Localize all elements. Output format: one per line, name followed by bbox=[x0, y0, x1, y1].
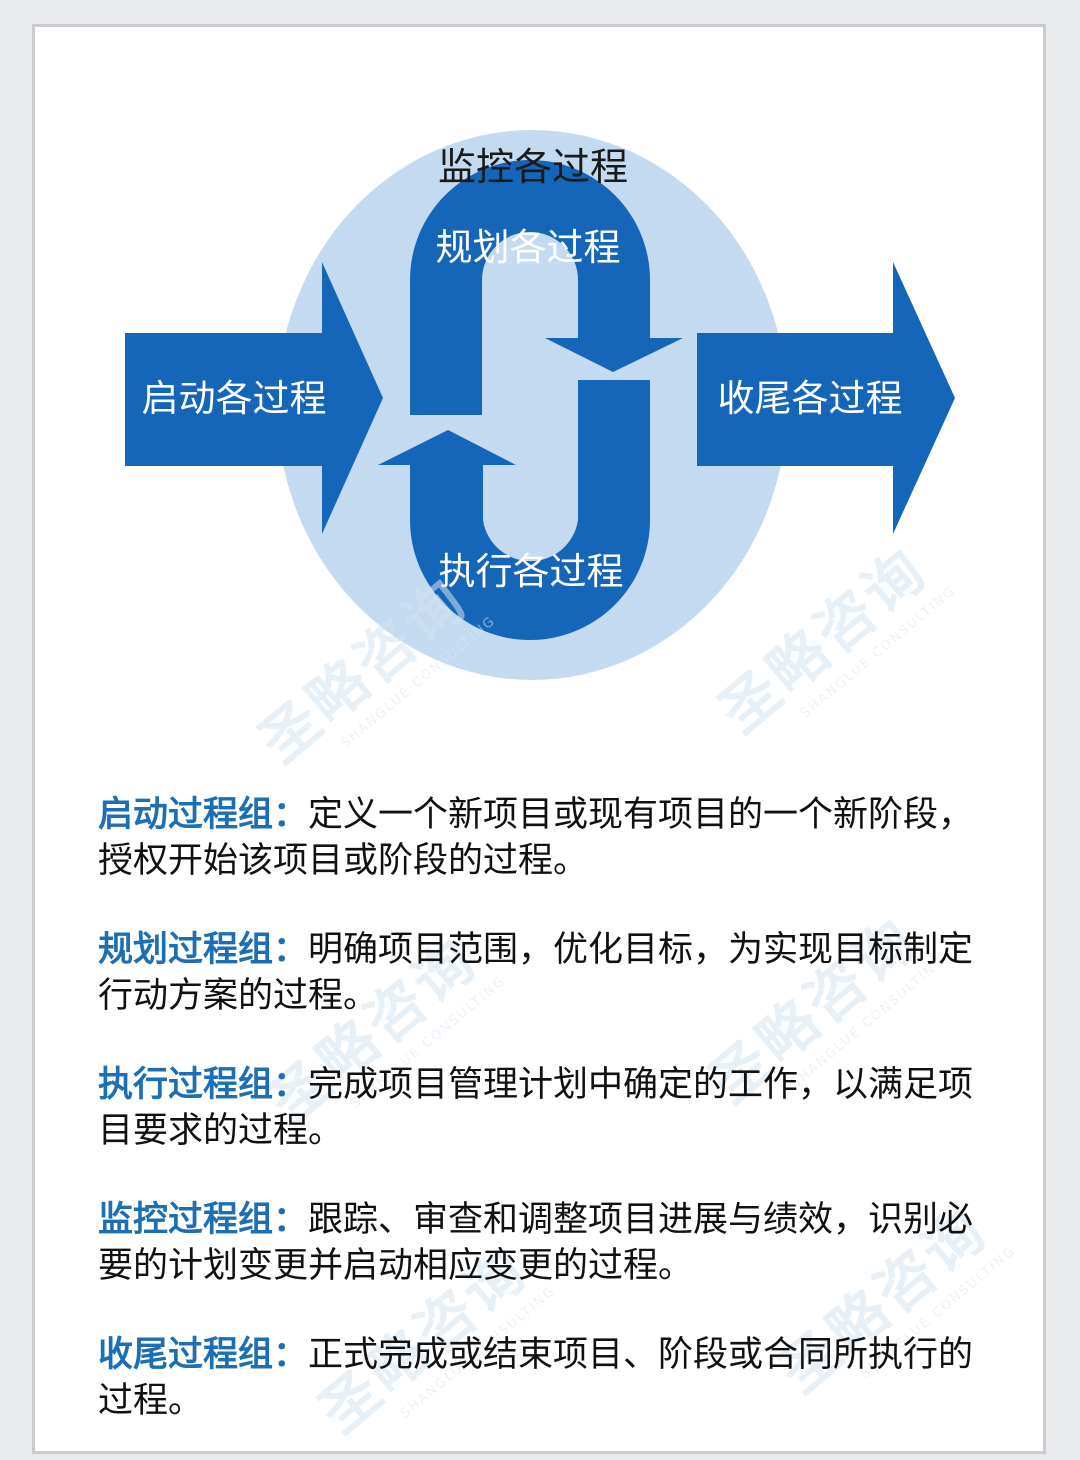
closing-description: 收尾过程组：正式完成或结束项目、阶段或合同所执行的过程。 bbox=[98, 1332, 978, 1424]
closing-text: 正式完成或结束项目、阶段或合同所执行的过程。 bbox=[98, 1335, 974, 1421]
monitor-label: 监控各过程 bbox=[438, 145, 628, 189]
planning-description: 规划过程组：明确项目范围，优化目标，为实现目标制定行动方案的过程。 bbox=[98, 927, 978, 1019]
execute-label: 执行各过程 bbox=[439, 550, 624, 593]
planning-term: 规划过程组： bbox=[98, 930, 309, 970]
planning-text: 明确项目范围，优化目标，为实现目标制定行动方案的过程。 bbox=[98, 930, 974, 1016]
initiate-label: 启动各过程 bbox=[142, 377, 327, 420]
initiate-arrow bbox=[125, 262, 383, 534]
monitor-circle bbox=[277, 130, 787, 680]
executing-description: 执行过程组：完成项目管理计划中确定的工作，以满足项目要求的过程。 bbox=[98, 1062, 978, 1154]
initiating-text: 定义一个新项目或现有项目的一个新阶段，授权开始该项目或阶段的过程。 bbox=[98, 795, 974, 881]
initiating-term: 启动过程组： bbox=[98, 795, 309, 835]
close-label: 收尾各过程 bbox=[718, 377, 903, 420]
plan-execute-loop bbox=[378, 160, 683, 640]
monitoring-description: 监控过程组：跟踪、审查和调整项目进展与绩效，识别必要的计划变更并启动相应变更的过… bbox=[98, 1197, 978, 1289]
close-arrow bbox=[697, 262, 955, 534]
closing-term: 收尾过程组： bbox=[98, 1335, 309, 1375]
executing-term: 执行过程组： bbox=[98, 1065, 309, 1105]
monitoring-term: 监控过程组： bbox=[98, 1200, 309, 1240]
initiating-description: 启动过程组：定义一个新项目或现有项目的一个新阶段，授权开始该项目或阶段的过程。 bbox=[98, 792, 978, 884]
monitoring-text: 跟踪、审查和调整项目进展与绩效，识别必要的计划变更并启动相应变更的过程。 bbox=[98, 1200, 974, 1286]
plan-label: 规划各过程 bbox=[436, 226, 621, 269]
executing-text: 完成项目管理计划中确定的工作，以满足项目要求的过程。 bbox=[98, 1065, 974, 1151]
process-cycle-diagram: 监控各过程 规划各过程 执行各过程 启动各过程 收尾各过程 bbox=[125, 130, 955, 680]
